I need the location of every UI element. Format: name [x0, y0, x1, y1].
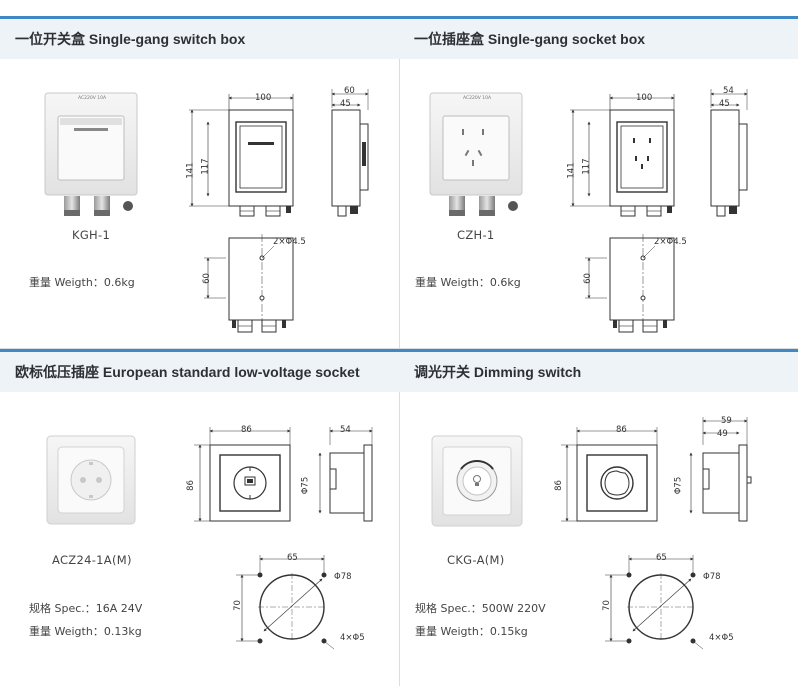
cutout-drawing: [605, 555, 704, 650]
dimmer-photo: [431, 435, 523, 527]
spec-value: 16A 24V: [95, 602, 143, 615]
spec-sep: ：: [478, 276, 490, 289]
panel-header: 欧标低压插座 European standard low-voltage soc…: [0, 349, 399, 392]
front-view-drawing: [570, 94, 675, 217]
dim-inner-height: 117: [581, 158, 592, 175]
panel-title: 一位插座盒 Single-gang socket box: [414, 31, 646, 47]
spec-value: 500W 220V: [481, 602, 546, 615]
dim-inner-height: 117: [200, 158, 211, 175]
spec-label: 规格 Spec.: [415, 602, 471, 615]
dim-hole: 2×Φ4.5: [654, 237, 687, 247]
front-view-drawing: [194, 427, 291, 522]
panel-header: 一位插座盒 Single-gang socket box: [399, 16, 798, 59]
back-view-drawing: [585, 234, 675, 333]
dim-side-width: 54: [340, 425, 351, 435]
dim-height: 86: [185, 480, 196, 491]
panel-dimming-switch: 调光开关 Dimming switch CKG-A(M) 规格 Spec.：50…: [399, 349, 798, 686]
front-view-drawing: [561, 427, 658, 522]
spec-sep: ：: [470, 602, 482, 615]
spec-value: 0.13kg: [103, 625, 142, 638]
model-label: ACZ24-1A(M): [52, 553, 132, 567]
spec-weight: 重量 Weigth：0.6kg: [29, 274, 135, 290]
dim-cut-height: 70: [601, 600, 612, 611]
front-view-drawing: [189, 94, 294, 217]
spec-value: 0.6kg: [489, 276, 521, 289]
dim-hole: 4×Φ5: [340, 633, 365, 643]
dim-cut-width: 65: [656, 553, 667, 563]
panel-european-low-voltage-socket: 欧标低压插座 European standard low-voltage soc…: [0, 349, 399, 686]
dim-outer-height: 141: [566, 162, 577, 179]
dim-width: 86: [616, 425, 627, 435]
spec-weight: 重量 Weigth：0.6kg: [415, 274, 521, 290]
dim-side-inner: 49: [717, 429, 728, 439]
dim-cut-height: 70: [232, 600, 243, 611]
model-label: CKG-A(M): [447, 553, 505, 567]
dim-width: 100: [255, 93, 272, 103]
socket-box-photo: [429, 92, 523, 216]
spec-value: 0.15kg: [489, 625, 528, 638]
back-view-drawing: [204, 234, 294, 333]
dim-width: 86: [241, 425, 252, 435]
panel-title: 调光开关 Dimming switch: [414, 364, 582, 380]
spec-value: 0.6kg: [103, 276, 135, 289]
side-view-drawing: [710, 89, 748, 217]
panel-header: 调光开关 Dimming switch: [399, 349, 798, 392]
dim-side-diameter: Φ75: [673, 476, 684, 495]
spec-rating: 规格 Spec.：16A 24V: [29, 600, 142, 616]
spec-label: 重量 Weigth: [415, 625, 479, 638]
switch-box-photo: [44, 92, 138, 216]
panel-header: 一位开关盒 Single-gang switch box: [0, 16, 399, 59]
panel-title: 一位开关盒 Single-gang switch box: [15, 31, 246, 47]
eu-socket-photo: [46, 435, 136, 525]
dim-side-outer: 60: [344, 86, 355, 96]
spec-label: 重量 Weigth: [415, 276, 479, 289]
dim-cut-diameter: Φ78: [334, 572, 352, 582]
dim-height: 86: [553, 480, 564, 491]
dim-side-inner: 45: [719, 99, 730, 109]
side-view-drawing: [689, 417, 752, 522]
dim-outer-height: 141: [185, 162, 196, 179]
model-label: CZH-1: [457, 228, 495, 242]
spec-sep: ：: [84, 602, 96, 615]
spec-label: 规格 Spec.: [29, 602, 85, 615]
spec-weight: 重量 Weigth：0.15kg: [415, 623, 528, 639]
dim-mount-height: 60: [201, 273, 212, 284]
dim-side-inner: 45: [340, 99, 351, 109]
dim-hole: 2×Φ4.5: [273, 237, 306, 247]
side-view-drawing: [318, 427, 373, 522]
panel-title: 欧标低压插座 European standard low-voltage soc…: [15, 364, 360, 380]
dim-mount-height: 60: [582, 273, 593, 284]
plate-text: AC220V 10A: [463, 96, 492, 101]
dim-side-diameter: Φ75: [300, 476, 311, 495]
plate-text: AC220V 10A: [78, 96, 107, 101]
dim-width: 100: [636, 93, 653, 103]
panel-single-gang-switch-box: 一位开关盒 Single-gang switch box AC220V 10A …: [0, 16, 399, 348]
dim-side-outer: 54: [723, 86, 734, 96]
dim-hole: 4×Φ5: [709, 633, 734, 643]
panel-single-gang-socket-box: 一位插座盒 Single-gang socket box AC220V 10A …: [399, 16, 798, 348]
spec-sep: ：: [92, 276, 104, 289]
spec-weight: 重量 Weigth：0.13kg: [29, 623, 142, 639]
cutout-drawing: [236, 555, 335, 650]
dim-side-outer: 59: [721, 416, 732, 426]
model-label: KGH-1: [72, 228, 111, 242]
dim-cut-width: 65: [287, 553, 298, 563]
side-view-drawing: [331, 89, 369, 217]
spec-sep: ：: [92, 625, 104, 638]
spec-label: 重量 Weigth: [29, 625, 93, 638]
dim-cut-diameter: Φ78: [703, 572, 721, 582]
horizontal-divider: [0, 348, 798, 349]
spec-label: 重量 Weigth: [29, 276, 93, 289]
spec-rating: 规格 Spec.：500W 220V: [415, 600, 546, 616]
spec-sep: ：: [478, 625, 490, 638]
